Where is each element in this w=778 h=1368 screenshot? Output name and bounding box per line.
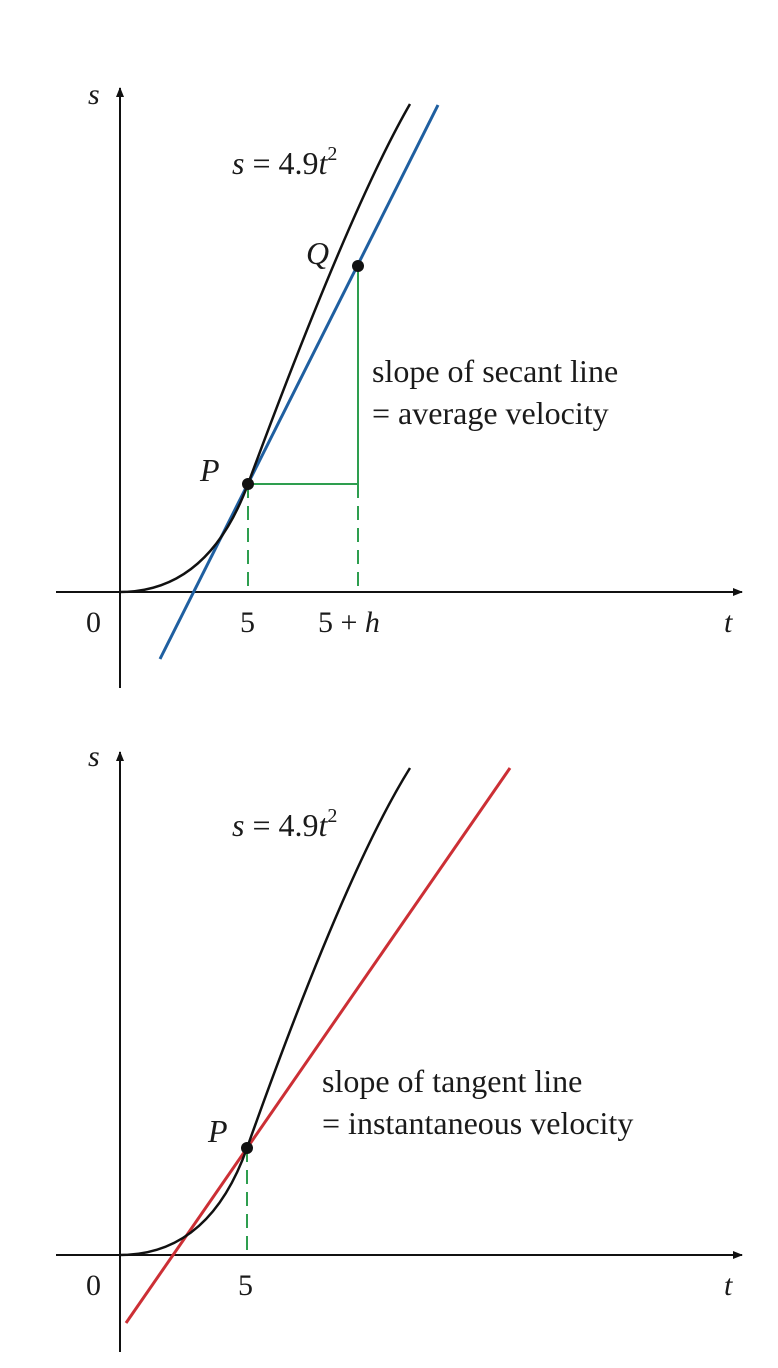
tick-5h-label: 5 + h (318, 606, 380, 639)
top-point-p (242, 478, 254, 490)
tick-5h-prefix: 5 + (318, 606, 365, 639)
secant-line (158, 104, 440, 660)
top-parabola-curve (119, 103, 412, 594)
secant-note-line1: slope of secant line (372, 353, 618, 389)
bottom-s-axis-label: s (88, 740, 100, 773)
top-t-axis-label: t (724, 606, 733, 639)
top-s-axis-label: s (88, 78, 100, 111)
bottom-eq-lhs: s (232, 807, 244, 843)
bottom-point-p-label: P (207, 1113, 228, 1149)
top-eq-lhs: s (232, 145, 244, 181)
bottom-eq-middle: = 4.9 (244, 807, 318, 843)
bottom-parabola-curve (119, 767, 412, 1257)
tick-5h-var: h (365, 606, 380, 639)
bottom-eq-var: t (319, 807, 329, 843)
tangent-line (124, 767, 512, 1324)
bottom-tick-5-label: 5 (238, 1269, 253, 1302)
bottom-origin-label: 0 (86, 1269, 101, 1302)
top-tick-5-label: 5 (240, 606, 255, 639)
top-equation: s = 4.9t2 (232, 143, 337, 181)
point-q-label: Q (306, 235, 329, 271)
tangent-note-line2: = instantaneous velocity (322, 1105, 633, 1141)
top-panel: s t 0 s = 4.9t2 P Q 5 5 + h slope of sec… (56, 78, 743, 688)
bottom-eq-exp: 2 (327, 805, 337, 827)
bottom-t-axis-label: t (724, 1269, 733, 1302)
top-point-p-label: P (199, 452, 220, 488)
bottom-point-p (241, 1142, 253, 1154)
top-eq-middle: = 4.9 (244, 145, 318, 181)
secant-note-line2: = average velocity (372, 395, 609, 431)
top-origin-label: 0 (86, 606, 101, 639)
tangent-note-line1: slope of tangent line (322, 1063, 582, 1099)
point-q (352, 260, 364, 272)
top-eq-exp: 2 (327, 143, 337, 165)
bottom-panel: s t 0 s = 4.9t2 P 5 slope of tangent lin… (56, 740, 743, 1352)
top-eq-var: t (319, 145, 329, 181)
bottom-equation: s = 4.9t2 (232, 805, 337, 843)
